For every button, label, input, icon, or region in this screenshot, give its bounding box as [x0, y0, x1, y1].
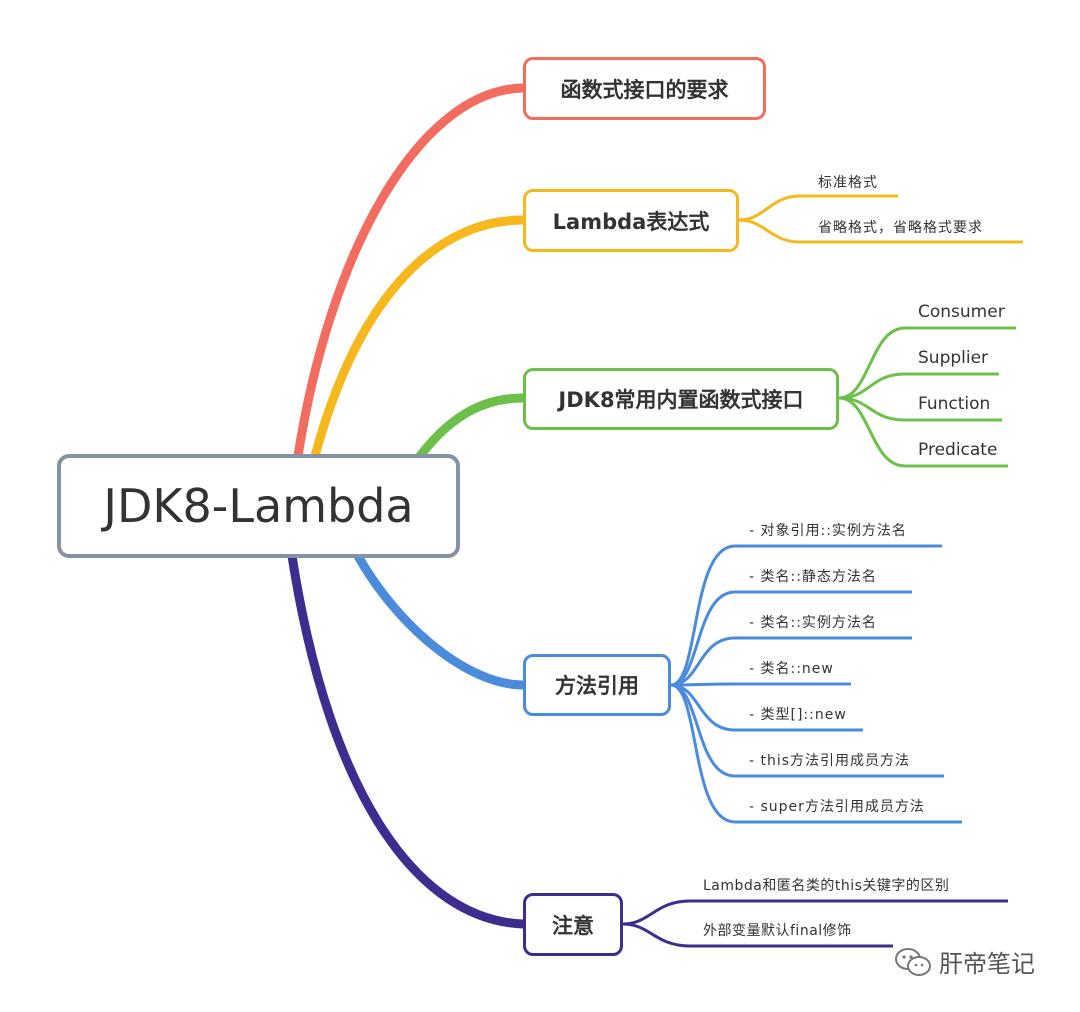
watermark-text: 肝帝笔记 [939, 950, 1035, 978]
connector-lambda-1 [738, 194, 898, 222]
branch-label: 注意 [552, 913, 594, 938]
leaf-note-this-keyword[interactable]: Lambda和匿名类的this关键字的区别 [703, 878, 950, 894]
leaf-predicate[interactable]: Predicate [918, 440, 998, 460]
leaf-ref-array-new[interactable]: - 类型[]::new [749, 707, 847, 723]
branch-node-notes[interactable]: 注意 [523, 893, 623, 956]
leaf-ref-class-static[interactable]: - 类名::静态方法名 [749, 569, 877, 585]
root-label: JDK8-Lambda [103, 479, 414, 533]
leaf-note-final-variable[interactable]: 外部变量默认final修饰 [703, 923, 852, 939]
branch-node-lambda-expression[interactable]: Lambda表达式 [523, 189, 739, 252]
connector-branch-5 [287, 551, 528, 929]
leaf-standard-format[interactable]: 标准格式 [818, 175, 878, 191]
connector-ref-2 [670, 590, 912, 687]
connector-jdk8-2 [838, 372, 999, 400]
connector-jdk8-4 [838, 396, 1008, 468]
connector-lambda-2 [738, 218, 1023, 244]
leaf-ref-super[interactable]: - super方法引用成员方法 [749, 799, 925, 815]
connector-branch-1 [293, 83, 528, 461]
leaf-ref-object-instance[interactable]: - 对象引用::实例方法名 [749, 523, 907, 539]
connector-note-1 [622, 899, 1008, 926]
branch-node-method-reference[interactable]: 方法引用 [523, 654, 671, 716]
connector-branch-3 [415, 393, 528, 461]
connector-ref-1 [670, 544, 942, 687]
leaf-ref-class-instance[interactable]: - 类名::实例方法名 [749, 615, 877, 631]
leaf-supplier[interactable]: Supplier [918, 348, 989, 368]
root-node[interactable]: JDK8-Lambda [57, 454, 460, 558]
watermark: 肝帝笔记 [893, 944, 1035, 979]
wechat-icon [895, 947, 931, 976]
connector-ref-4 [670, 682, 851, 687]
connector-branch-2 [310, 215, 528, 461]
branch-label: 函数式接口的要求 [560, 77, 729, 102]
connector-ref-7 [670, 683, 962, 824]
connector-jdk8-1 [838, 326, 1016, 400]
branch-node-functional-interface[interactable]: 函数式接口的要求 [523, 57, 766, 120]
branch-label: 方法引用 [555, 674, 639, 698]
branch-node-builtin-interfaces[interactable]: JDK8常用内置函数式接口 [523, 368, 839, 430]
leaf-omitted-format[interactable]: 省略格式，省略格式要求 [818, 220, 983, 236]
branch-label: Lambda表达式 [552, 209, 710, 234]
leaf-consumer[interactable]: Consumer [918, 302, 1005, 322]
leaf-function[interactable]: Function [918, 394, 991, 414]
connector-ref-3 [670, 636, 912, 687]
leaf-ref-this[interactable]: - this方法引用成员方法 [749, 753, 911, 769]
branch-label: JDK8常用内置函数式接口 [558, 388, 804, 412]
connector-note-2 [622, 922, 893, 948]
connector-branch-4 [353, 551, 528, 690]
leaf-ref-class-new[interactable]: - 类名::new [749, 661, 834, 677]
